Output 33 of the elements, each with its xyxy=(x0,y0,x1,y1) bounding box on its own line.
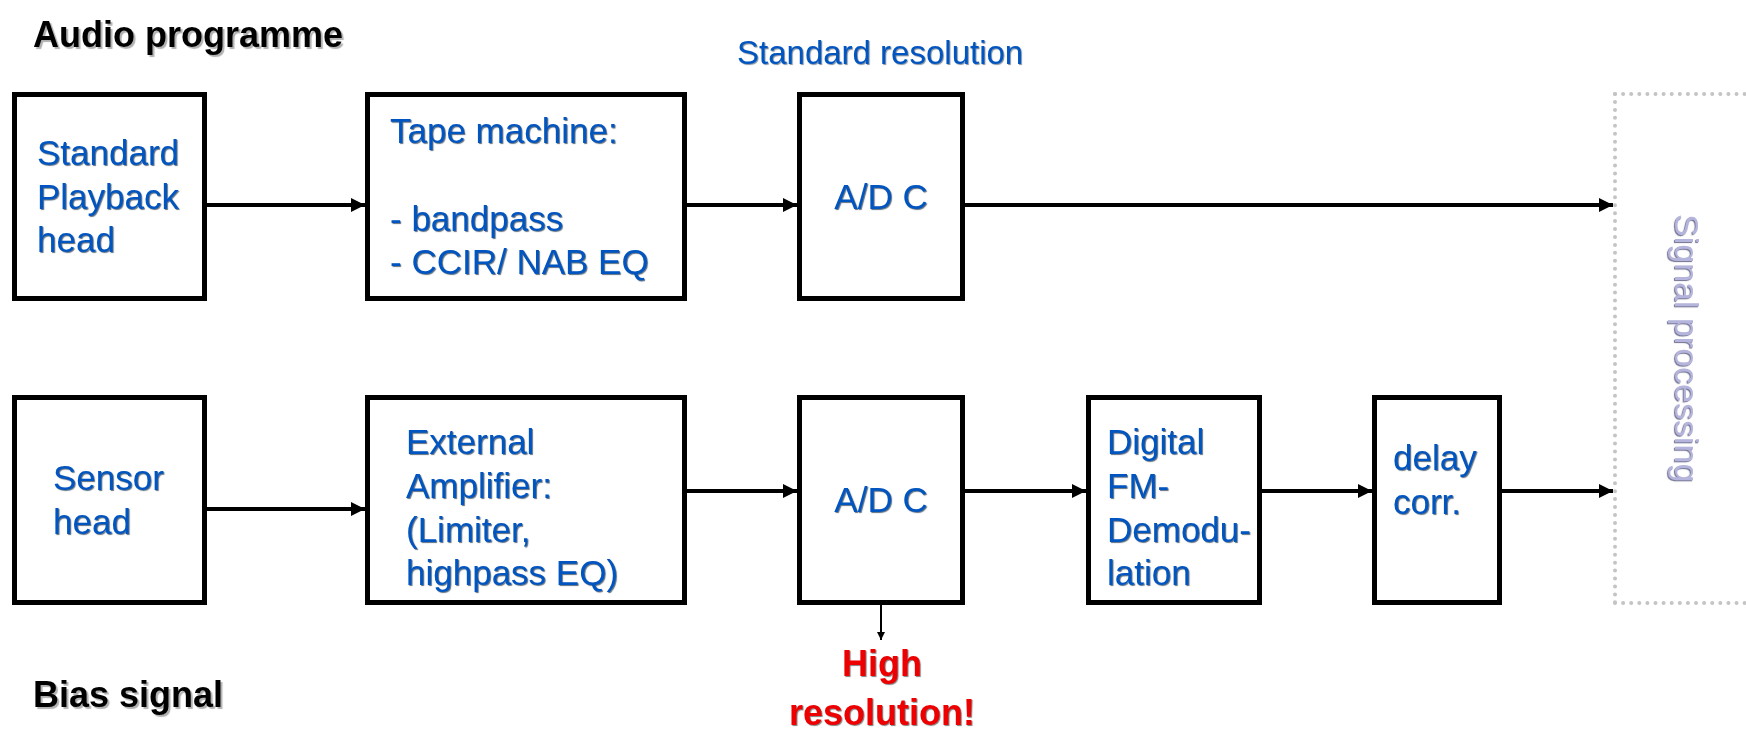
box-label: External Amplifier: (Limiter, highpass EQ) xyxy=(406,421,620,595)
process-box xyxy=(12,395,207,605)
box-label: - CCIR/ NAB EQ xyxy=(390,241,650,284)
box-label: - bandpass xyxy=(390,197,565,240)
box-label: Signal processing xyxy=(1667,214,1707,483)
arrow xyxy=(687,198,797,212)
arrow xyxy=(207,198,365,212)
box-label: A/D C xyxy=(834,479,928,522)
arrow xyxy=(877,604,885,641)
process-box xyxy=(1372,395,1502,605)
box-label: Standard Playback head xyxy=(37,131,181,262)
arrow xyxy=(207,502,365,516)
section-heading: Audio programme xyxy=(33,13,344,57)
arrow xyxy=(965,484,1086,498)
process-box xyxy=(365,395,687,605)
arrow xyxy=(687,484,797,498)
box-label: Digital FM- Demodu- lation xyxy=(1107,421,1252,595)
process-box xyxy=(797,395,965,605)
process-box xyxy=(365,92,687,301)
arrow xyxy=(965,198,1613,212)
arrow xyxy=(1262,484,1372,498)
process-box xyxy=(12,92,207,301)
box-label: A/D C xyxy=(834,175,928,218)
section-heading: Bias signal xyxy=(33,673,224,717)
annotation-text: Standard resolution xyxy=(737,33,1024,73)
process-box xyxy=(1086,395,1262,605)
box-label: Sensor head xyxy=(53,457,165,543)
process-box xyxy=(797,92,965,301)
arrow xyxy=(1502,484,1613,498)
box-label: Tape machine: xyxy=(390,110,619,152)
box-label: delay corr. xyxy=(1393,437,1478,523)
dotted-region xyxy=(1613,92,1746,605)
box-label: High resolution! xyxy=(788,642,976,731)
